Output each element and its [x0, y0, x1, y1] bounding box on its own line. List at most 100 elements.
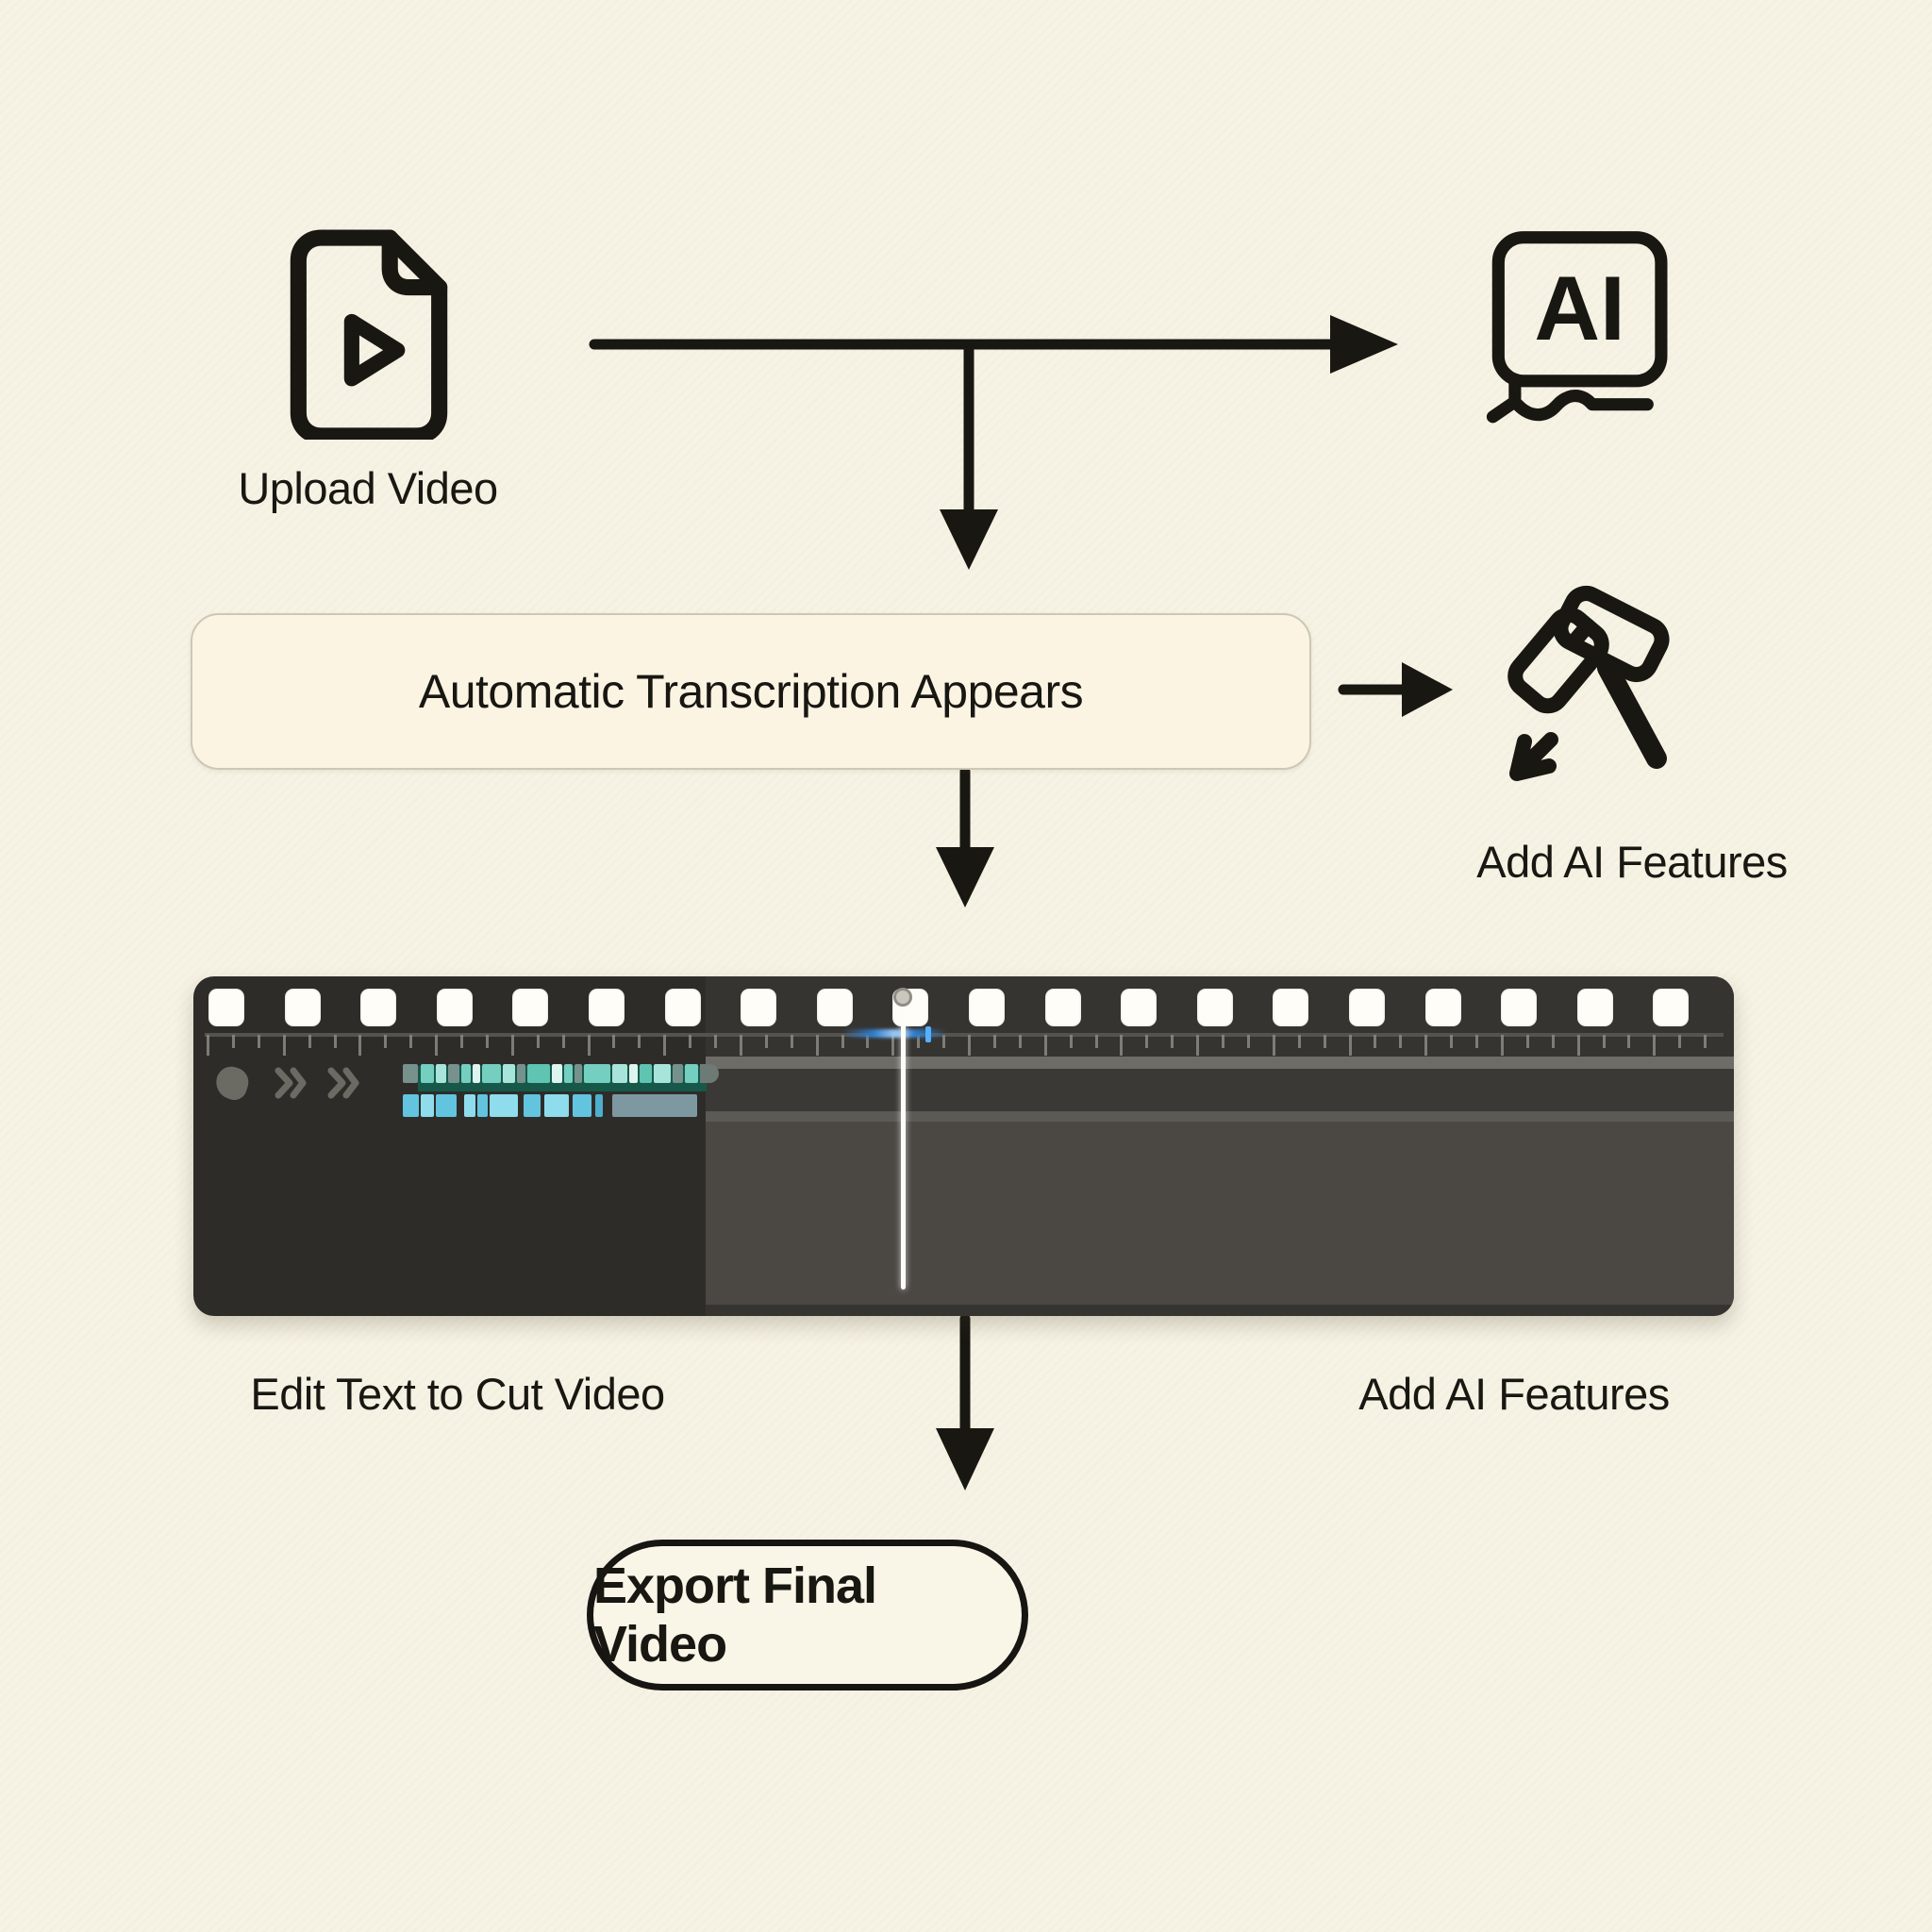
audio-segment	[464, 1094, 475, 1117]
transcript-segment	[629, 1064, 638, 1083]
transcript-track	[193, 976, 1734, 1316]
ruler-tick	[536, 1035, 540, 1048]
ruler-tick	[1500, 1035, 1504, 1056]
ruler-tick	[866, 1035, 870, 1048]
audio-track	[193, 976, 1734, 1316]
ruler-tick	[1627, 1035, 1631, 1048]
ruler-tick	[1272, 1035, 1275, 1056]
transcript-segment	[503, 1064, 515, 1083]
ruler-tick	[358, 1035, 362, 1056]
ruler-tick	[1018, 1035, 1022, 1048]
ruler-tick	[1424, 1035, 1428, 1056]
ruler-tick	[1246, 1035, 1250, 1048]
audio-segment	[595, 1094, 603, 1117]
audio-segment	[612, 1094, 697, 1117]
ruler-tick	[587, 1035, 591, 1056]
arrow-transcription-to-tools	[1338, 662, 1453, 717]
audio-segment	[436, 1094, 457, 1117]
ruler-tick	[917, 1035, 921, 1048]
ruler-tick	[1399, 1035, 1403, 1048]
ruler-tick	[739, 1035, 742, 1056]
audio-segment	[403, 1094, 419, 1117]
ruler-tick	[1475, 1035, 1478, 1048]
audio-segment	[573, 1094, 591, 1117]
export-final-video-button[interactable]: Export Final Video	[587, 1540, 1028, 1690]
ruler-tick	[1374, 1035, 1377, 1048]
ruler-tick	[663, 1035, 667, 1056]
film-sprocket-hole	[1501, 989, 1538, 1026]
edit-text-label: Edit Text to Cut Video	[250, 1369, 665, 1419]
ruler-tick	[409, 1035, 413, 1048]
arrow-upload-to-ai	[589, 315, 1398, 374]
transcript-segment	[685, 1064, 698, 1083]
ruler-tick	[282, 1035, 286, 1056]
transcript-segment	[564, 1064, 573, 1083]
transcript-segment	[527, 1064, 550, 1083]
film-sprocket-hole	[816, 989, 853, 1026]
ruler-tick	[1551, 1035, 1555, 1048]
ai-badge-text: AI	[1534, 258, 1625, 359]
ruler-tick	[1653, 1035, 1657, 1056]
ruler-tick	[231, 1035, 235, 1048]
playhead-ruler-glow	[842, 1029, 946, 1038]
playhead-ruler-marker	[925, 1026, 931, 1042]
ruler-tick	[1323, 1035, 1326, 1048]
timeline-clip-area	[706, 1122, 1734, 1305]
audio-segment	[477, 1094, 488, 1117]
export-button-label: Export Final Video	[593, 1557, 877, 1673]
ruler-tick	[384, 1035, 388, 1048]
film-sprocket-hole	[969, 989, 1005, 1026]
transcript-segment	[584, 1064, 610, 1083]
playhead[interactable]	[901, 995, 906, 1290]
skip-forward-icon	[275, 1067, 307, 1099]
video-editor-timeline[interactable]	[193, 976, 1734, 1316]
ruler-tick	[815, 1035, 819, 1056]
ruler-tick	[308, 1035, 311, 1048]
film-sprocket-hole	[360, 989, 397, 1026]
ruler-tick	[714, 1035, 717, 1048]
add-ai-features-top-label: Add AI Features	[1476, 837, 1788, 887]
upload-video-label: Upload Video	[238, 463, 498, 513]
ruler-tick	[790, 1035, 793, 1048]
film-sprocket-hole	[1349, 989, 1385, 1026]
transcript-segment	[575, 1064, 582, 1083]
ruler-tick	[1171, 1035, 1174, 1048]
arrow-timeline-to-export	[936, 1313, 994, 1491]
ruler-tick	[257, 1035, 260, 1048]
audio-segment	[490, 1094, 518, 1117]
ruler-tick	[1145, 1035, 1149, 1048]
ruler-tick	[689, 1035, 692, 1048]
transcript-segment	[436, 1064, 446, 1083]
film-sprocket-hole	[1653, 989, 1690, 1026]
ruler-tick	[1678, 1035, 1682, 1048]
playhead-handle[interactable]	[893, 988, 912, 1007]
ruler-tick	[510, 1035, 514, 1056]
transcript-segment	[448, 1064, 459, 1083]
film-sprocket-hole	[436, 989, 473, 1026]
ruler-tick	[992, 1035, 996, 1048]
ruler-tick	[485, 1035, 489, 1048]
ruler-tick	[1196, 1035, 1200, 1056]
film-sprocket-hole	[664, 989, 701, 1026]
film-sprocket-hole	[512, 989, 549, 1026]
film-sprocket-hole	[1424, 989, 1461, 1026]
film-sprocket-hole	[1121, 989, 1158, 1026]
ruler-tick	[1450, 1035, 1454, 1048]
ruler-tick	[435, 1035, 439, 1056]
ruler-tick	[764, 1035, 768, 1048]
ruler-tick	[841, 1035, 844, 1048]
transcript-segment	[673, 1064, 683, 1083]
transcription-step-label: Automatic Transcription Appears	[418, 665, 1084, 718]
fast-forward-icon	[327, 1067, 359, 1099]
film-sprocket-row	[193, 976, 1734, 1316]
film-sprocket-hole	[1273, 989, 1309, 1026]
ruler-tick	[1602, 1035, 1606, 1048]
audio-segment	[544, 1094, 569, 1117]
timeline-track-gap	[706, 1069, 1734, 1111]
timeline-track-stripe	[706, 1057, 1734, 1069]
timeline-track-stripe	[706, 1111, 1734, 1122]
film-sprocket-hole	[741, 989, 777, 1026]
ruler-tick	[561, 1035, 565, 1048]
transcript-segment	[552, 1064, 562, 1083]
